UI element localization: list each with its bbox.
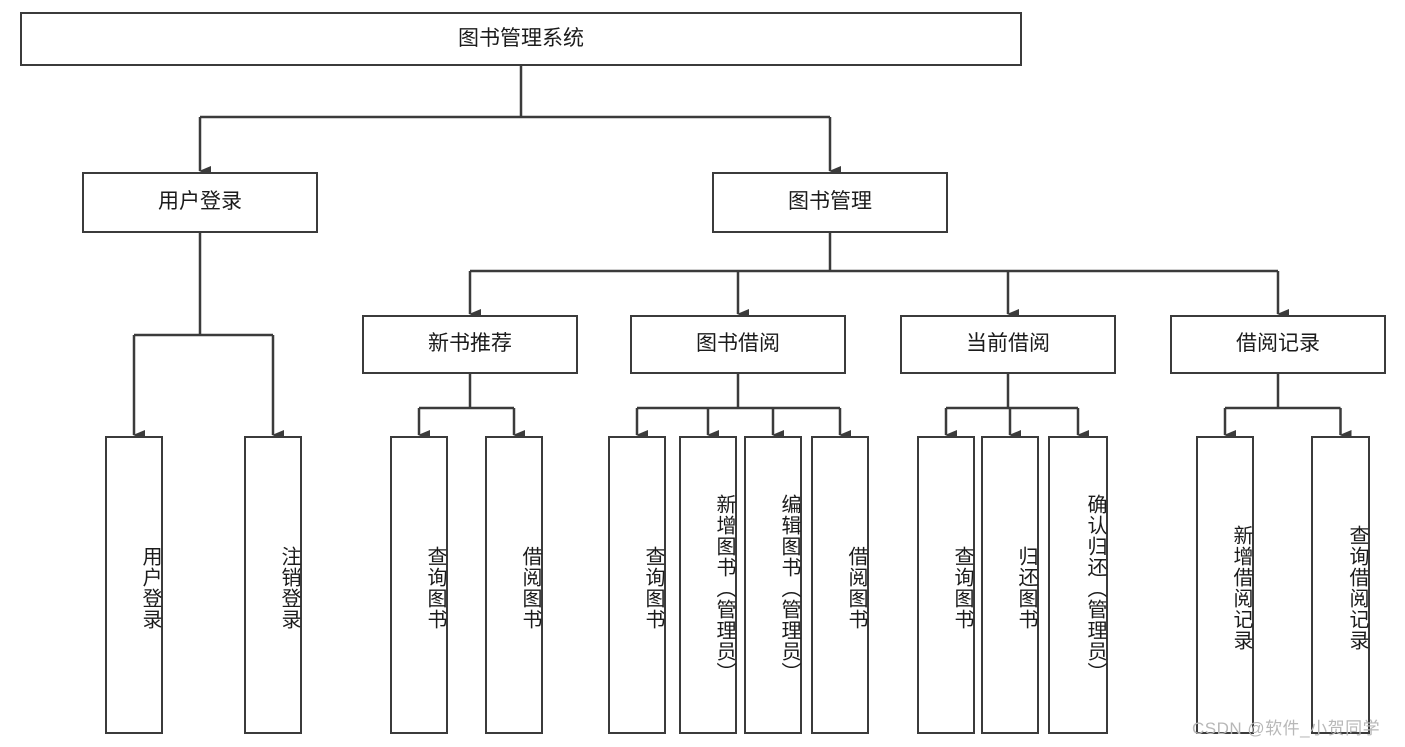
node-book-manage[interactable]: 图书管理: [712, 172, 948, 233]
node-label: 归还图书: [1015, 546, 1037, 630]
node-current-borrow[interactable]: 当前借阅: [900, 315, 1116, 374]
node-borrow-record[interactable]: 借阅记录: [1170, 315, 1386, 374]
node-leaf-logout[interactable]: 注销登录: [244, 436, 302, 734]
node-leaf-query-book-3[interactable]: 查询图书: [917, 436, 975, 734]
node-label: 确认归还（管理员）: [1084, 493, 1106, 683]
node-leaf-query-book-2[interactable]: 查询图书: [608, 436, 666, 734]
node-label: 借阅图书: [519, 546, 541, 630]
node-new-book-rec[interactable]: 新书推荐: [362, 315, 578, 374]
node-label: 图书管理: [788, 190, 872, 214]
node-leaf-return-book[interactable]: 归还图书: [981, 436, 1039, 734]
node-label: 用户登录: [139, 546, 161, 630]
node-label: 新增借阅记录: [1230, 525, 1252, 651]
node-leaf-edit-book[interactable]: 编辑图书（管理员）: [744, 436, 802, 734]
node-label: 图书借阅: [696, 332, 780, 356]
node-label: 用户登录: [158, 190, 242, 214]
node-leaf-add-book[interactable]: 新增图书（管理员）: [679, 436, 737, 734]
node-leaf-query-book-1[interactable]: 查询图书: [390, 436, 448, 734]
node-user-login[interactable]: 用户登录: [82, 172, 318, 233]
node-label: 当前借阅: [966, 332, 1050, 356]
node-leaf-confirm-return[interactable]: 确认归还（管理员）: [1048, 436, 1108, 734]
node-label: 借阅图书: [845, 546, 867, 630]
node-label: 新书推荐: [428, 332, 512, 356]
node-leaf-borrow-book-1[interactable]: 借阅图书: [485, 436, 543, 734]
node-label: 新增图书（管理员）: [713, 493, 735, 683]
node-label: 查询图书: [951, 546, 973, 630]
node-label: 查询图书: [642, 546, 664, 630]
node-leaf-user-login[interactable]: 用户登录: [105, 436, 163, 734]
node-leaf-add-record[interactable]: 新增借阅记录: [1196, 436, 1254, 734]
node-label: 借阅记录: [1236, 332, 1320, 356]
node-label: 查询借阅记录: [1346, 525, 1368, 651]
node-book-borrow[interactable]: 图书借阅: [630, 315, 846, 374]
node-label: 注销登录: [278, 546, 300, 630]
node-label: 编辑图书（管理员）: [778, 493, 800, 683]
node-leaf-borrow-book-2[interactable]: 借阅图书: [811, 436, 869, 734]
node-root[interactable]: 图书管理系统: [20, 12, 1022, 66]
node-label: 查询图书: [424, 546, 446, 630]
node-label: 图书管理系统: [458, 26, 584, 50]
node-leaf-query-record[interactable]: 查询借阅记录: [1311, 436, 1370, 734]
